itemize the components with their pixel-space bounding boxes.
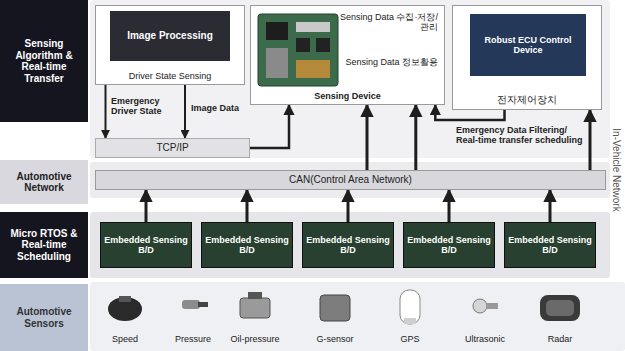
connector-arrow — [246, 190, 249, 222]
connector-arrow — [589, 110, 592, 170]
connector-arrow — [448, 190, 451, 222]
sensor-label: Oil-pressure — [230, 334, 279, 344]
network-bar: TCP/IP — [95, 138, 250, 158]
node-text: CAN(Control Area Network) — [289, 174, 412, 186]
sensing-board: Embedded Sensing B/D — [302, 222, 394, 268]
sensor-label: Ultrasonic — [465, 334, 505, 344]
node-text: Sensing Algorithm & Real-time Transfer — [4, 38, 84, 84]
node-text: Image Processing — [127, 30, 213, 42]
network-caption: In-Vehicle Network — [610, 128, 622, 211]
node-text: Sensing Data 수집·저장/관리 — [338, 12, 438, 33]
layer-band: Automotive Sensors — [0, 284, 88, 351]
network-bar: CAN(Control Area Network) — [95, 170, 606, 190]
connector-arrow — [105, 85, 107, 138]
layer-band: Automotive Network — [0, 160, 88, 204]
node-text: Embedded Sensing B/D — [508, 235, 592, 256]
node-text: Embedded Sensing B/D — [407, 235, 491, 256]
layer-panel — [90, 212, 610, 278]
layer-panel — [90, 0, 610, 158]
sensing-board: Embedded Sensing B/D — [403, 222, 495, 268]
device-panel — [251, 6, 444, 104]
node-text: Automotive Network — [4, 171, 84, 194]
node-text: Automotive Sensors — [4, 306, 84, 329]
sensor-label: Speed — [112, 334, 138, 344]
sensor-label: G-sensor — [316, 334, 353, 344]
node-text: Robust ECU Control Device — [474, 35, 582, 56]
module-box: Driver State Sensing Image Processing — [95, 5, 245, 85]
connector-arrow — [549, 190, 552, 222]
node-text: TCP/IP — [156, 142, 188, 154]
circuit-board — [258, 14, 338, 86]
connector-arrow — [184, 85, 186, 138]
connector-arrow — [414, 105, 417, 170]
sensing-board: Embedded Sensing B/D — [504, 222, 596, 268]
image-panel: Image Processing — [110, 11, 230, 61]
node-text: Driver State Sensing — [129, 71, 212, 81]
edge-label: Emergency Data Filtering/ Real-time tran… — [455, 124, 585, 147]
sensing-board: Embedded Sensing B/D — [100, 222, 192, 268]
sensing-board: Embedded Sensing B/D — [201, 222, 293, 268]
module-box: 전자제어장치 Robust ECU Control Device — [452, 5, 602, 110]
sensor-icons — [108, 290, 580, 324]
image-panel: Robust ECU Control Device — [470, 14, 586, 76]
connector-arrow — [145, 190, 148, 222]
node-text: Sensing Data 정보활용 — [345, 57, 438, 67]
connector-arrow — [347, 190, 350, 222]
node-text: 전자제어장치 — [497, 94, 557, 106]
layer-panel — [90, 282, 625, 351]
sensor-label: Radar — [548, 334, 573, 344]
node-text: Micro RTOS & Real-time Scheduling — [4, 228, 84, 263]
node-text: Embedded Sensing B/D — [104, 235, 188, 256]
sensor-label: GPS — [400, 334, 419, 344]
edge-label: Image Data — [190, 102, 242, 114]
connector-arrow — [366, 105, 369, 170]
node-text: Sensing Device — [314, 91, 381, 101]
layer-band: Sensing Algorithm & Real-time Transfer — [0, 0, 88, 122]
sensor-label: Pressure — [175, 334, 211, 344]
node-text: Embedded Sensing B/D — [306, 235, 390, 256]
node-text: Embedded Sensing B/D — [205, 235, 289, 256]
layer-band: Micro RTOS & Real-time Scheduling — [0, 212, 88, 278]
module-box: Sensing Data 수집·저장/관리 Sensing Data 정보활용 Se… — [250, 5, 445, 105]
layer-panel — [90, 162, 610, 198]
edge-label: Emergency Driver State — [110, 95, 180, 118]
connector-arrow — [250, 105, 289, 148]
